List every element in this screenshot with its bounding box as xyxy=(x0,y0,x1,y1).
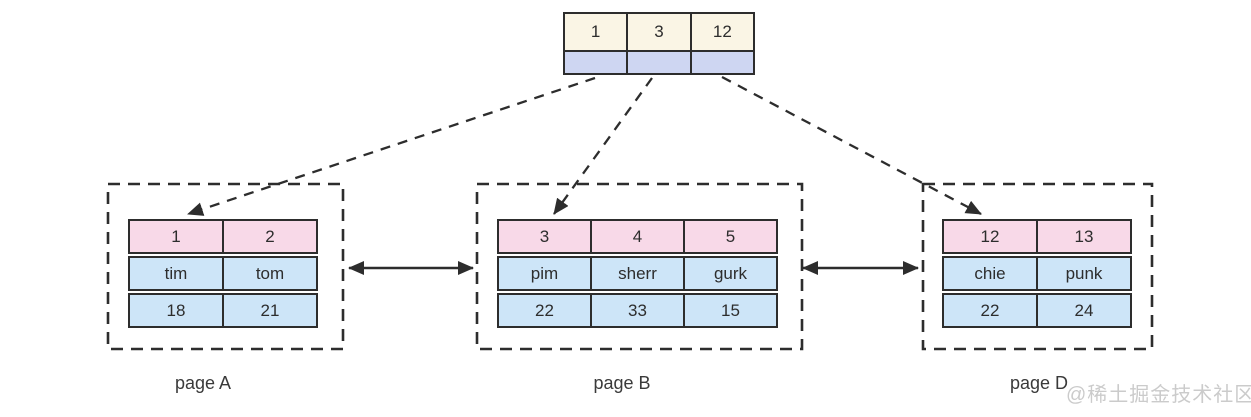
root-key-row: 1 3 12 xyxy=(565,14,753,50)
value-cell: sherr xyxy=(590,258,683,289)
index-root-node: 1 3 12 xyxy=(563,12,755,75)
page-d-name-row: chie punk xyxy=(942,256,1132,291)
value-cell: 21 xyxy=(222,295,316,326)
value-cell: 15 xyxy=(683,295,776,326)
value-cell: tom xyxy=(222,258,316,289)
value-cell: 22 xyxy=(980,300,1000,320)
page-a-name-row: tim tom xyxy=(128,256,318,291)
value-cell: 18 xyxy=(166,300,186,320)
page-b-table: 3 4 5 pim sherr gurk 22 33 15 xyxy=(497,219,778,328)
root-pointer-row xyxy=(565,50,753,73)
page-b-age-row: 22 33 15 xyxy=(497,293,778,328)
key-cell: 12 xyxy=(980,226,1000,246)
root-pointer-cell xyxy=(689,52,753,73)
page-a-age-row: 18 21 xyxy=(128,293,318,328)
key-cell: 4 xyxy=(590,221,683,252)
value-cell: tim xyxy=(164,263,188,283)
value-cell: 33 xyxy=(590,295,683,326)
page-b-name-row: pim sherr gurk xyxy=(497,256,778,291)
key-cell: 5 xyxy=(683,221,776,252)
key-cell: 1 xyxy=(171,226,181,246)
value-cell: 24 xyxy=(1036,295,1130,326)
page-a-label: page A xyxy=(174,373,232,393)
page-d-key-row: 12 13 xyxy=(942,219,1132,254)
key-cell: 2 xyxy=(222,221,316,252)
value-cell: gurk xyxy=(683,258,776,289)
root-to-page-b-arrow xyxy=(553,77,653,215)
key-cell: 3 xyxy=(539,226,550,246)
root-to-page-a-arrow xyxy=(187,76,596,216)
page-a-key-row: 1 2 xyxy=(128,219,318,254)
page-b-key-row: 3 4 5 xyxy=(497,219,778,254)
page-d-age-row: 22 24 xyxy=(942,293,1132,328)
root-key-cell: 3 xyxy=(626,14,690,50)
juejin-watermark: @稀土掘金技术社区 xyxy=(1066,384,1251,406)
value-cell: pim xyxy=(530,263,559,283)
key-cell: 13 xyxy=(1036,221,1130,252)
root-pointer-cell xyxy=(565,52,627,73)
root-to-page-d-arrow xyxy=(721,75,982,216)
root-pointer-cell xyxy=(626,52,690,73)
value-cell: 22 xyxy=(535,300,554,320)
page-a-table: 1 2 tim tom 18 21 xyxy=(128,219,318,328)
value-cell: punk xyxy=(1036,258,1130,289)
root-key-cell: 12 xyxy=(689,14,753,50)
page-d-table: 12 13 chie punk 22 24 xyxy=(942,219,1132,328)
page-d-label: page D xyxy=(1009,373,1069,393)
page-b-label: page B xyxy=(593,373,651,393)
value-cell: chie xyxy=(974,263,1006,283)
root-key-cell: 1 xyxy=(565,14,627,50)
